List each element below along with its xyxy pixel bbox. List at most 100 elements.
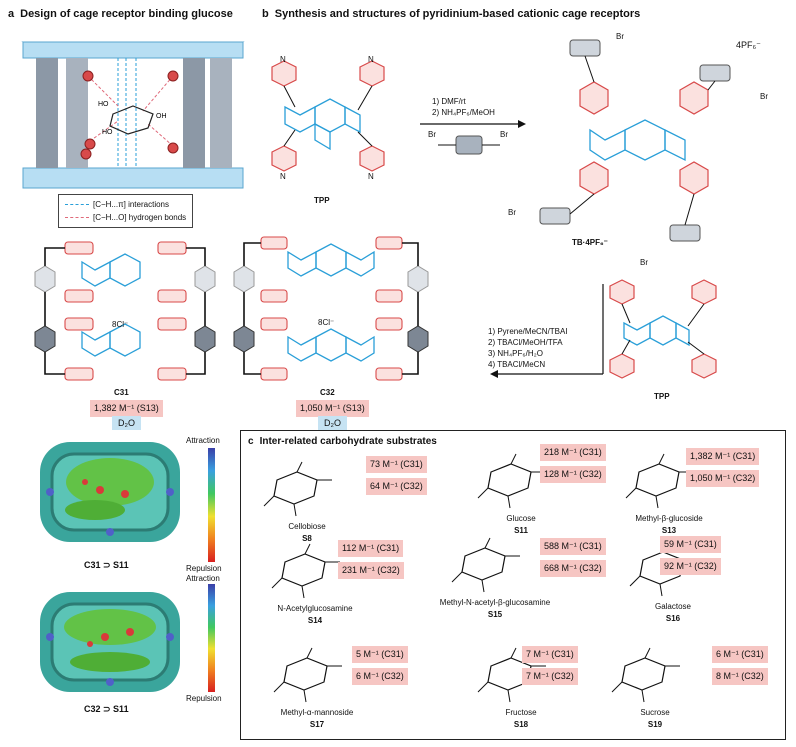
substrate-name: Methyl-β-glucoside	[635, 514, 703, 523]
svg-text:N: N	[280, 55, 286, 64]
step2-condition-4: 4) TBACl/MeCN	[488, 360, 546, 369]
c31-structure	[34, 241, 216, 381]
panel-b-letter: b	[262, 8, 269, 20]
binding-constant-c31: 7 M⁻¹ (C31)	[522, 646, 578, 663]
substrate-id: S13	[661, 526, 677, 535]
step1-arrow	[420, 120, 526, 155]
substrate-id: S16	[665, 614, 681, 623]
step1-condition-1: 1) DMF/rt	[432, 97, 466, 106]
c32-ka-badge: 1,050 M⁻¹ (S13)	[296, 400, 369, 417]
binding-constant-c31: 73 M⁻¹ (C31)	[366, 456, 427, 473]
panel-c-title: c Inter-related carbohydrate substrates	[248, 436, 437, 447]
substrate-id: S14	[307, 616, 323, 625]
tb-label: TB·4PF₆⁻	[572, 238, 608, 247]
c31-ka-badge: 1,382 M⁻¹ (S13)	[90, 400, 163, 417]
substrate-structure-1	[263, 461, 332, 517]
substrate-id: S8	[302, 534, 312, 543]
c31-counterion: 8Cl⁻	[112, 320, 129, 329]
binding-constant-c32: 231 M⁻¹ (C32)	[338, 562, 404, 579]
panel-a-title-text: Design of cage receptor binding glucose	[20, 8, 233, 20]
substrate-name: Sucrose	[640, 708, 670, 717]
binding-constant-c31: 588 M⁻¹ (C31)	[540, 538, 606, 555]
substrate-structure-4	[271, 543, 340, 599]
binding-constant-c32: 7 M⁻¹ (C32)	[522, 668, 578, 685]
panel-c-title-text: Inter-related carbohydrate substrates	[259, 436, 437, 447]
c32-counterion: 8Cl⁻	[318, 318, 335, 327]
c32-structure	[233, 236, 429, 381]
attraction-label-1: Attraction	[186, 436, 220, 445]
br-label-tb-2: Br	[760, 92, 768, 101]
c31-label: C31	[114, 388, 129, 397]
substrate-name: Glucose	[506, 514, 536, 523]
legend-item-ch-pi: [C−H...π] interactions	[65, 198, 186, 211]
step2-condition-1: 1) Pyrene/MeCN/TBAI	[488, 327, 568, 336]
svg-text:HO: HO	[98, 101, 109, 108]
substrate-structure-2	[477, 453, 546, 509]
substrate-name: Cellobiose	[288, 522, 326, 531]
repulsion-label-2: Repulsion	[186, 694, 222, 703]
substrate-name: N-Acetylglucosamine	[277, 604, 353, 613]
c32-label: C32	[320, 388, 335, 397]
panel-a-title: a Design of cage receptor binding glucose	[8, 8, 233, 20]
binding-constant-c31: 6 M⁻¹ (C31)	[712, 646, 768, 663]
substrate-structure-7	[273, 647, 342, 703]
substrate-structure-9	[611, 647, 680, 703]
nci-label-c32: C32 ⊃ S11	[84, 704, 129, 714]
substrate-id: S11	[514, 526, 528, 535]
binding-constant-c32: 1,050 M⁻¹ (C32)	[686, 470, 760, 487]
color-scale-2	[208, 584, 215, 692]
panel-c-frame	[240, 430, 786, 740]
substrate-id: S19	[647, 720, 663, 729]
binding-constant-c32: 128 M⁻¹ (C32)	[540, 466, 606, 483]
svg-text:N: N	[368, 55, 374, 64]
cage-design-illustration: HO HO OH	[21, 41, 245, 189]
panel-a-letter: a	[8, 8, 15, 20]
nci-render-c31	[40, 442, 180, 542]
binding-constant-c31: 1,382 M⁻¹ (C31)	[686, 448, 760, 465]
substrate-name: Methyl-N-acetyl-β-glucosamine	[439, 598, 551, 607]
step2-condition-2: 2) TBACl/MeOH/TFA	[488, 338, 563, 347]
panel-c-letter: c	[248, 436, 254, 447]
binding-constant-c32: 6 M⁻¹ (C32)	[352, 668, 408, 685]
interaction-legend: [C−H...π] interactions [C−H...O] hydroge…	[58, 194, 194, 228]
svg-text:OH: OH	[156, 113, 167, 120]
substrate-name: Galactose	[654, 602, 692, 611]
substrate-id: S18	[513, 720, 529, 729]
binding-constant-c32: 64 M⁻¹ (C32)	[366, 478, 427, 495]
substrate-name: Methyl-α-mannoside	[280, 708, 354, 717]
br-label-tb-3: Br	[508, 208, 516, 217]
tb-counterion: 4PF₆⁻	[736, 40, 761, 50]
color-scale-1	[208, 448, 215, 562]
tpp-structure-bottom	[609, 279, 717, 379]
step1-condition-2: 2) NH₄PF₆/MeOH	[432, 108, 495, 117]
svg-text:HO: HO	[102, 129, 113, 136]
step1-conditions: 1) DMF/rt 2) NH₄PF₆/MeOH	[432, 96, 495, 118]
binding-constant-c31: 112 M⁻¹ (C31)	[338, 540, 404, 557]
br-label-right: Br	[500, 130, 508, 139]
step2-arrow	[490, 284, 604, 378]
step2-condition-3: 3) NH₄PF₆/H₂O	[488, 349, 543, 358]
svg-text:N: N	[368, 172, 374, 181]
binding-constant-c31: 218 M⁻¹ (C31)	[540, 444, 606, 461]
substrate-name: Fructose	[505, 708, 537, 717]
tb-structure	[539, 39, 731, 242]
binding-constant-c31: 5 M⁻¹ (C31)	[352, 646, 408, 663]
c31-solvent-badge: D₂O	[112, 416, 141, 430]
substrate-id: S15	[487, 610, 503, 619]
nci-render-c32	[40, 592, 180, 692]
c32-solvent-badge: D₂O	[318, 416, 347, 430]
substrate-id: S17	[309, 720, 325, 729]
tpp-label-bottom: TPP	[654, 392, 670, 401]
binding-constant-c32: 8 M⁻¹ (C32)	[712, 668, 768, 685]
br-label-tb-1: Br	[616, 32, 624, 41]
br-label-left: Br	[428, 130, 436, 139]
nci-label-c31: C31 ⊃ S11	[84, 560, 129, 570]
legend-item-ch-o: [C−H...O] hydrogen bonds	[65, 211, 186, 224]
repulsion-label-1: Repulsion	[186, 564, 222, 573]
legend-item-ch-o-text: [C−H...O] hydrogen bonds	[93, 213, 187, 222]
binding-constant-c32: 668 M⁻¹ (C32)	[540, 560, 606, 577]
step2-conditions: 1) Pyrene/MeCN/TBAI 2) TBACl/MeOH/TFA 3)…	[488, 326, 568, 370]
panel-b-title-text: Synthesis and structures of pyridinium-b…	[274, 8, 641, 20]
attraction-label-2: Attraction	[186, 574, 220, 583]
